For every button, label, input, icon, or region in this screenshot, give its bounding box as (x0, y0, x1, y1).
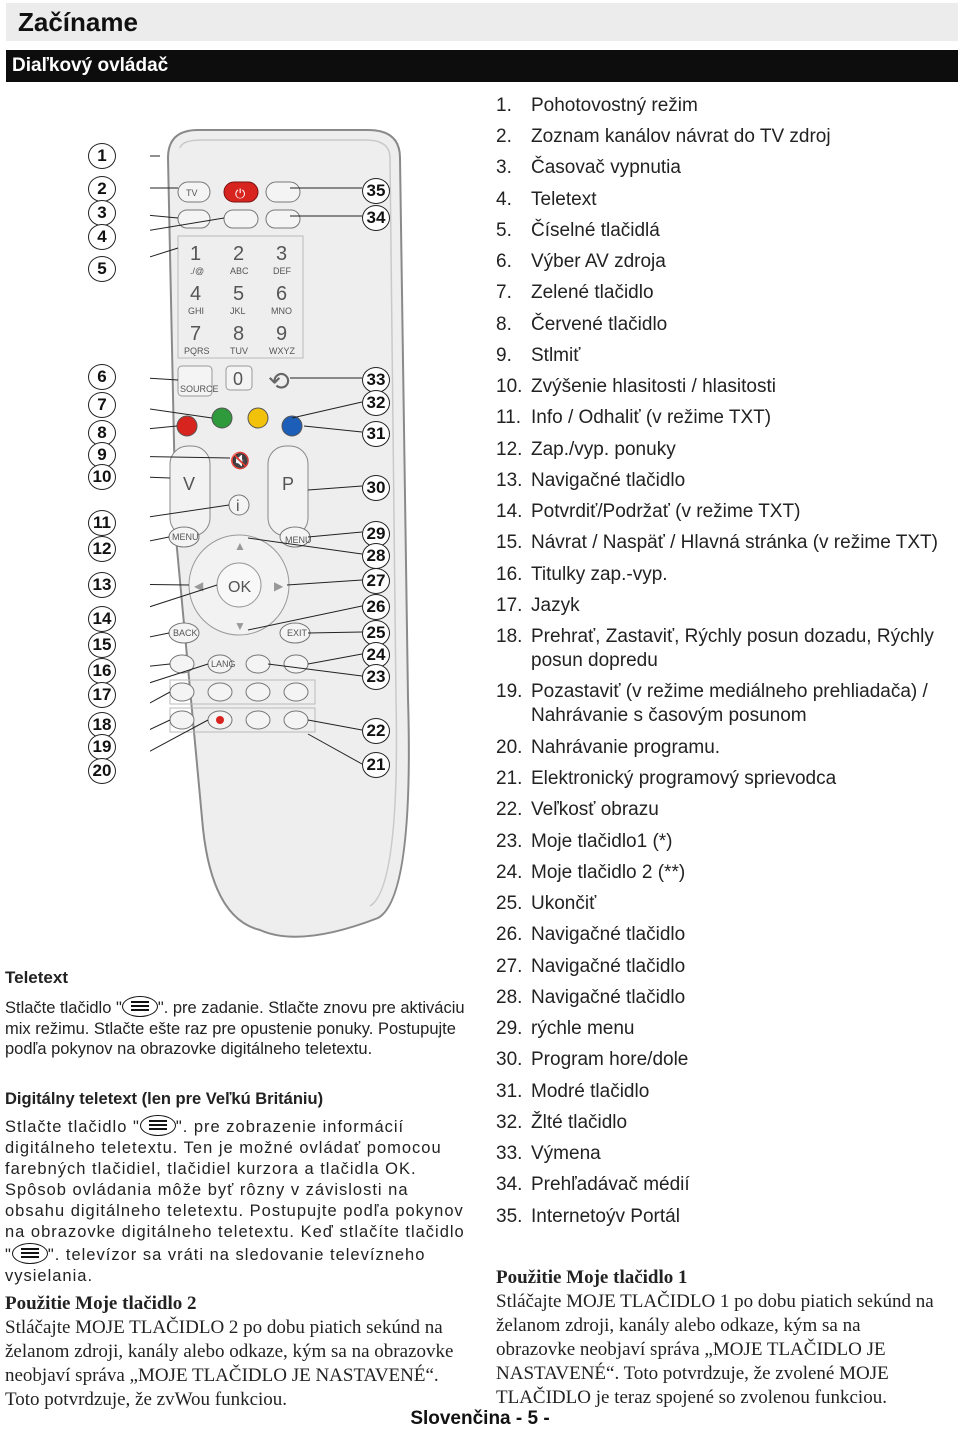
callout-9: 9 (88, 442, 116, 468)
svg-text:4: 4 (190, 283, 201, 305)
svg-text:MNO: MNO (271, 306, 292, 316)
callout-14: 14 (88, 606, 116, 632)
blue-button (281, 415, 303, 437)
svg-text:🔇: 🔇 (230, 451, 250, 470)
svg-text:3: 3 (276, 243, 287, 265)
yellow-button (247, 407, 269, 429)
callout-15: 15 (88, 632, 116, 658)
callout-6: 6 (88, 364, 116, 390)
svg-text:⟲: ⟲ (268, 367, 290, 397)
callout-13: 13 (88, 572, 116, 598)
svg-text:BACK: BACK (173, 628, 198, 638)
callout-24: 24 (362, 642, 390, 668)
callout-31: 31 (362, 421, 390, 447)
callout-2: 2 (88, 176, 116, 202)
my-button-1-text: Stláčajte MOJE TLAČIDLO 1 po dobu piatic… (496, 1291, 934, 1408)
callout-11: 11 (88, 510, 116, 536)
callout-10: 10 (88, 464, 116, 490)
svg-text:EXIT: EXIT (287, 628, 308, 638)
svg-text:DEF: DEF (273, 266, 292, 276)
callout-5: 5 (88, 256, 116, 282)
my-button-2-section: Použitie Moje tlačidlo 2 Stláčajte MOJE … (5, 1292, 457, 1412)
svg-text:JKL: JKL (230, 306, 246, 316)
callout-17: 17 (88, 682, 116, 708)
green-button (211, 407, 233, 429)
callout-1: 1 (88, 143, 116, 169)
teletext-paragraph: Stlačte tlačidlo "". pre zadanie. Stlačt… (5, 996, 473, 1060)
svg-text:⏻: ⏻ (235, 187, 245, 202)
callout-32: 32 (362, 390, 390, 416)
callout-23: 23 (362, 664, 390, 690)
svg-text:▲: ▲ (234, 539, 246, 553)
svg-text:9: 9 (276, 323, 287, 345)
callout-7: 7 (88, 392, 116, 418)
svg-text:GHI: GHI (188, 306, 204, 316)
callout-30: 30 (362, 475, 390, 501)
page-footer: Slovenčina - 5 - (410, 1408, 550, 1429)
svg-text:MENU: MENU (285, 535, 312, 545)
my-button-2-heading: Použitie Moje tlačidlo 2 (5, 1293, 197, 1314)
my-button-1-section: Použitie Moje tlačidlo 1 Stláčajte MOJE … (496, 1266, 936, 1410)
teletext-heading: Teletext (5, 968, 68, 987)
teletext-icon (139, 1115, 176, 1136)
callout-12: 12 (88, 536, 116, 562)
svg-text:2: 2 (233, 243, 244, 265)
svg-text:ABC: ABC (230, 266, 249, 276)
page-title: Začíname (18, 7, 138, 37)
callout-20: 20 (88, 758, 116, 784)
tv-button (177, 181, 211, 203)
callout-16: 16 (88, 658, 116, 684)
red-button (176, 415, 198, 437)
callout-18: 18 (88, 712, 116, 738)
callout-3: 3 (88, 200, 116, 226)
svg-text:V: V (183, 474, 195, 494)
callout-33: 33 (362, 367, 390, 393)
source-button (177, 365, 213, 397)
svg-text:./@: ./@ (190, 266, 204, 276)
callout-22: 22 (362, 718, 390, 744)
svg-text:▼: ▼ (234, 619, 246, 633)
svg-text:TV: TV (186, 188, 198, 198)
svg-text:◀: ◀ (194, 579, 204, 593)
svg-text:▶: ▶ (274, 579, 284, 593)
callout-19: 19 (88, 734, 116, 760)
svg-text:OK: OK (228, 579, 251, 596)
callout-35: 35 (362, 178, 390, 204)
svg-text:PQRS: PQRS (184, 346, 210, 356)
digital-teletext-paragraph: Stlačte tlačidlo "". pre zobrazenie info… (5, 1115, 473, 1287)
svg-text:5: 5 (233, 283, 244, 305)
callout-21: 21 (362, 752, 390, 778)
teletext-icon (11, 1243, 48, 1264)
callout-34: 34 (362, 205, 390, 231)
power-button (223, 181, 259, 203)
svg-text:6: 6 (276, 283, 287, 305)
my-button-1-heading: Použitie Moje tlačidlo 1 (496, 1267, 688, 1288)
svg-text:MENU: MENU (172, 532, 199, 542)
svg-text:LANG: LANG (211, 659, 236, 669)
section-title: Diaľkový ovládač (12, 55, 169, 76)
svg-text:P: P (282, 474, 294, 494)
callout-26: 26 (362, 594, 390, 620)
teletext-icon (121, 996, 158, 1017)
svg-text:i: i (236, 498, 240, 515)
svg-text:1: 1 (190, 243, 201, 265)
svg-text:0: 0 (233, 369, 243, 389)
digital-teletext-heading: Digitálny teletext (len pre Veľkú Britán… (5, 1090, 324, 1108)
callout-28: 28 (362, 543, 390, 569)
svg-text:8: 8 (233, 323, 244, 345)
callout-27: 27 (362, 568, 390, 594)
svg-text:TUV: TUV (230, 346, 248, 356)
svg-text:SOURCE: SOURCE (180, 384, 219, 394)
callout-25: 25 (362, 620, 390, 646)
my-button-2-text: Stláčajte MOJE TLAČIDLO 2 po dobu piatic… (5, 1317, 454, 1410)
section-header-bar: Diaľkový ovládač (6, 50, 958, 82)
internet-portal-button (265, 181, 301, 203)
svg-text:WXYZ: WXYZ (269, 346, 296, 356)
page-title-bar: Začíname (6, 3, 958, 41)
svg-text:7: 7 (190, 323, 201, 345)
callout-4: 4 (88, 224, 116, 250)
